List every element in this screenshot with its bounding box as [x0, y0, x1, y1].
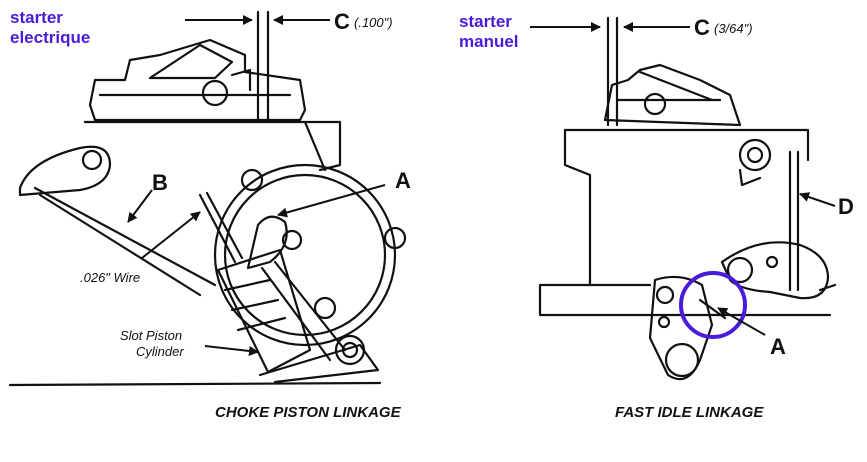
wire-label: .026" Wire — [80, 270, 140, 285]
right-arrows — [530, 22, 836, 336]
left-label-c-value: (.100") — [354, 15, 393, 30]
highlight-circle — [679, 271, 747, 339]
right-label-c-value: (3/64") — [714, 21, 753, 36]
left-label-b: B — [152, 170, 168, 195]
left-caption: CHOKE PISTON LINKAGE — [215, 404, 402, 421]
slot-label-line2: Cylinder — [136, 344, 184, 359]
overlay-left-line2: electrique — [10, 28, 91, 47]
overlay-left-line1: starter — [10, 8, 63, 27]
right-caption: FAST IDLE LINKAGE — [615, 404, 764, 421]
left-label-a: A — [395, 168, 411, 193]
right-label-d: D — [838, 194, 854, 219]
overlay-right-line2: manuel — [459, 32, 519, 51]
fast-idle-drawing — [538, 16, 837, 381]
overlay-left: starter electrique — [10, 8, 90, 48]
overlay-right: starter manuel — [459, 12, 519, 52]
choke-piston-drawing — [8, 10, 407, 387]
right-label-c: C — [694, 15, 710, 40]
overlay-right-line1: starter — [459, 12, 512, 31]
left-label-c: C — [334, 9, 350, 34]
right-label-a: A — [770, 334, 786, 359]
left-arrows — [127, 15, 386, 356]
slot-label-line1: Slot Piston — [120, 328, 182, 343]
